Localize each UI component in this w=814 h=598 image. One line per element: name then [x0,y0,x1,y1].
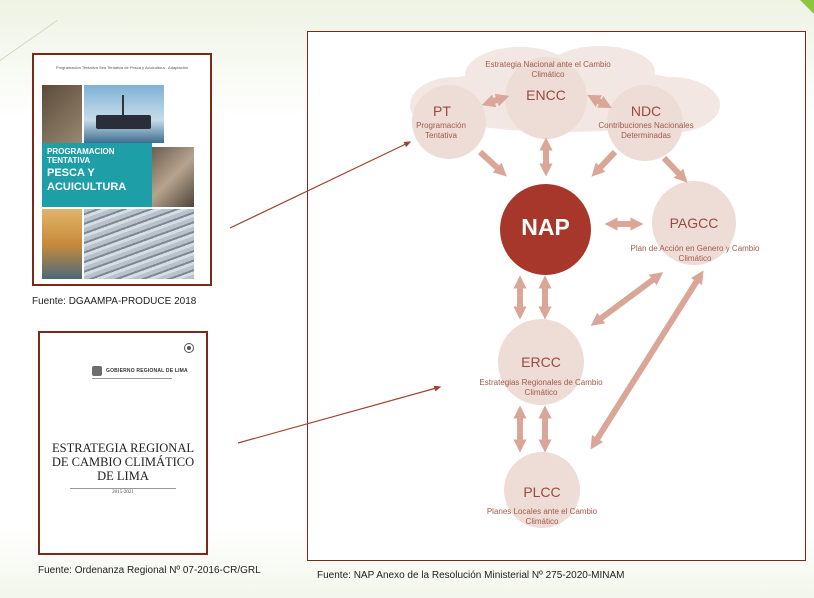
header-divider [92,378,172,379]
encc-node [505,57,587,139]
lima-strategy-title: ESTRATEGIA REGIONAL DE CAMBIO CLIMÁTICO … [40,441,206,483]
lima-title-line: ESTRATEGIA REGIONAL [51,441,194,455]
government-header: GOBIERNO REGIONAL DE LIMA [106,368,188,374]
pagcc-node [652,181,736,265]
ndc-abbr: NDC [630,103,662,119]
nap-node [500,184,591,275]
harbor-photo [42,209,82,279]
encc-full-name: Estrategia Nacional ante el Cambio Climá… [485,60,611,79]
arrow-pt-nap [477,149,507,177]
ercc-node [498,319,584,405]
plcc-abbr: PLCC [523,484,561,500]
arrow-pagcc-plcc [590,270,704,450]
government-logo-icon [92,366,102,376]
pointer-fishery-to-pt [229,141,412,229]
pointer-lima-to-ercc [237,385,442,444]
plcc-node [504,452,580,528]
arrow-encc-ndc [587,94,612,109]
encc-abbr: ENCC [526,87,566,103]
cover-title-line: ACUICULTURA [47,181,127,193]
strategy-years: 2015-2021 [112,490,134,495]
pt-node [412,85,486,159]
ercc-full-name: Estrategias Regionales de Cambio Climáti… [479,378,603,397]
source-caption-lima: Fuente: Ordenanza Regional Nº 07-2016-CR… [38,565,261,576]
arrow-ndc-nap [591,149,618,177]
cover-title-line: PROGRAMACION [47,147,115,156]
source-caption-nap: Fuente: NAP Anexo de la Resolución Minis… [317,570,625,581]
source-caption-fishery: Fuente: DGAAMPA-PRODUCE 2018 [32,296,197,307]
arrow-pt-encc [481,93,510,108]
cover-title-block: PROGRAMACION TENTATIVA PESCA Y ACUICULTU… [42,143,152,207]
cover-title-line: PESCA Y [47,167,95,179]
arrow-pagcc-ercc [590,272,664,326]
ercc-abbr: ERCC [521,354,561,370]
anchovy-catch-photo [84,209,194,279]
ndc-node [607,85,683,161]
pt-abbr: PT [433,103,451,119]
cover-header-text: Programación Tentativa Sea Tentativa de … [55,65,189,70]
arrow-ndc-pagcc [661,155,688,183]
fisherman-photo [42,85,82,145]
lima-strategy-cover: GOBIERNO REGIONAL DE LIMA ESTRATEGIA REG… [38,331,208,555]
fishery-report-cover: Programación Tentativa Sea Tentativa de … [32,53,212,286]
cover-title-line: TENTATIVA [47,156,91,165]
fishing-boat-photo [84,85,164,143]
plcc-full-name: Planes Locales ante el Cambio Climático [486,507,598,526]
regional-seal-icon [184,343,194,353]
fish-photo [152,147,194,207]
pt-full-name: Programación Tentativa [416,121,466,140]
lima-title-line: DE CAMBIO CLIMÁTICO [51,455,195,469]
corner-accent [800,0,814,14]
ndc-full-name: Contribuciones Nacionales Determinadas [598,121,694,140]
pagcc-abbr: PAGCC [669,215,719,231]
title-divider [70,488,176,489]
lima-title-line: DE LIMA [97,469,149,483]
pagcc-full-name: Plan de Acción en Genero y Cambio Climát… [630,244,760,263]
nap-abbr: NAP [521,214,570,240]
